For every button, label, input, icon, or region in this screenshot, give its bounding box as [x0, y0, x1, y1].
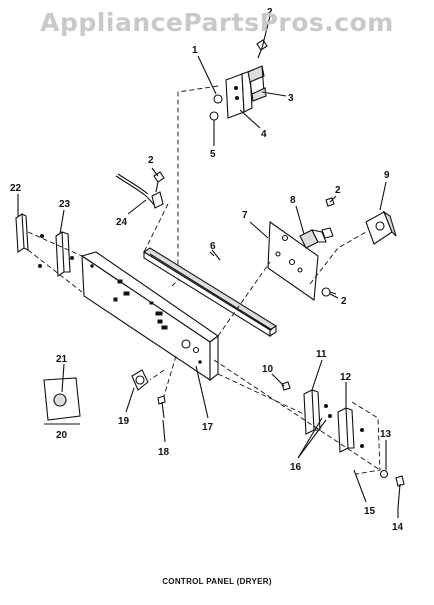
- callout-9: 9: [384, 170, 390, 181]
- callout-6: 6: [210, 241, 216, 252]
- callout-13: 13: [380, 429, 392, 440]
- watermark: AppliancePartsPros.com: [40, 8, 394, 37]
- callout-17: 17: [202, 422, 214, 433]
- callout-2d: 2: [341, 296, 347, 307]
- callout-24: 24: [116, 217, 128, 228]
- callout-16: 16: [290, 462, 302, 473]
- leader-lines: [17, 15, 399, 518]
- callout-7: 7: [242, 210, 248, 221]
- callout-2c: 2: [335, 185, 341, 196]
- timer-box: [365, 210, 397, 245]
- callout-19: 19: [118, 416, 130, 427]
- callout-12: 12: [340, 372, 352, 383]
- callout-3: 3: [288, 93, 294, 104]
- callout-20: 20: [56, 430, 68, 441]
- callout-4: 4: [261, 129, 267, 140]
- callout-8: 8: [290, 195, 296, 206]
- top-bracket-assembly: [209, 39, 268, 121]
- callout-1: 1: [192, 45, 198, 56]
- callout-22: 22: [10, 183, 22, 194]
- callout-14: 14: [392, 522, 404, 533]
- knob-and-screw: [131, 369, 166, 419]
- switch-component: [299, 227, 334, 249]
- right-end-brackets: [281, 381, 405, 509]
- trim-rail: [142, 247, 278, 338]
- callout-labels: 1 2 3 4 5 2 6 7 8 2 9 2 22 23 24 10 11 1…: [10, 7, 404, 533]
- callout-18: 18: [158, 447, 170, 458]
- label-plate: [43, 377, 81, 425]
- callout-2b: 2: [148, 155, 154, 166]
- callout-11: 11: [316, 349, 327, 360]
- callout-21: 21: [56, 354, 68, 365]
- callout-5: 5: [210, 149, 216, 160]
- callout-10: 10: [262, 364, 274, 375]
- left-end-brackets: [15, 213, 74, 277]
- wire-harness: [115, 171, 165, 209]
- right-side-bracket: [267, 220, 319, 301]
- control-panel-frame: [80, 251, 219, 382]
- diagram-caption: CONTROL PANEL (DRYER): [162, 577, 272, 586]
- callout-15: 15: [364, 506, 376, 517]
- callout-2a: 2: [267, 7, 273, 18]
- callout-23: 23: [59, 199, 71, 210]
